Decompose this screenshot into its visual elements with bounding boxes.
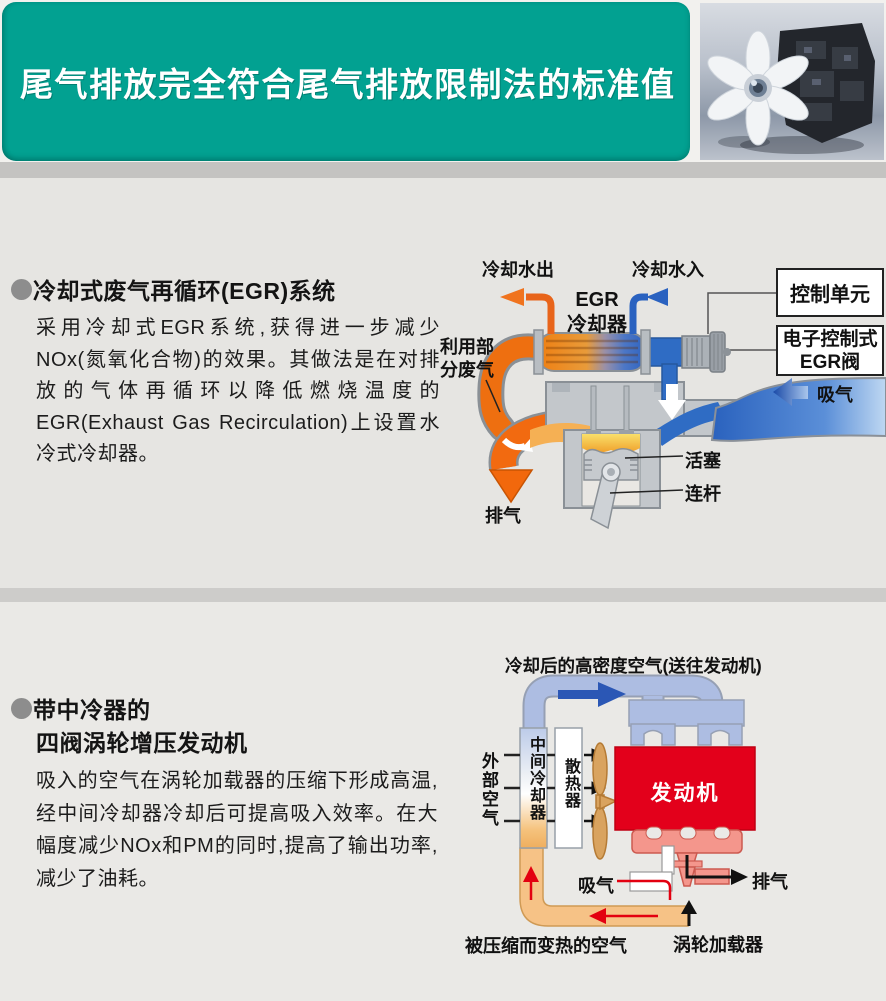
turbo-pointer-arrow xyxy=(681,900,697,914)
label-egr-cooler: EGR 冷却器 xyxy=(567,289,627,336)
fan-blades xyxy=(707,30,809,146)
radiator-column xyxy=(554,727,583,849)
egr-takeoff-pipe xyxy=(477,333,554,442)
engine-photo-graphic xyxy=(700,3,884,160)
white-down-arrow xyxy=(658,400,686,420)
cooled-air-pipe xyxy=(522,674,745,746)
label-cooled-air: 冷却后的高密度空气(送往发动机) xyxy=(505,656,762,676)
label-exhaust-2: 排气 xyxy=(752,872,788,892)
exhaust-manifold xyxy=(631,826,743,868)
cooling-fan xyxy=(592,742,618,860)
label-piston: 活塞 xyxy=(685,451,721,471)
turbo-heading-line1: 带中冷器的 xyxy=(33,697,151,723)
egr-heading-row: 冷却式废气再循环(EGR)系统 xyxy=(11,272,336,306)
engine-photo xyxy=(700,3,884,160)
egr-body-text: 采用冷却式EGR系统,获得进一步减少NOx(氮氧化合物)的效果。其做法是在对排放… xyxy=(36,317,440,465)
control-unit-box: 控制单元 xyxy=(776,268,884,317)
label-intercooler: 中间冷却器 xyxy=(527,736,544,821)
exhaust-down-arrow xyxy=(488,469,534,504)
egr-diagram-graphic xyxy=(477,288,886,530)
turbo-body-text: 吸入的空气在涡轮加载器的压缩下形成高温,经中间冷却器冷却后可提高吸入效率。在大幅… xyxy=(36,770,438,890)
page-title: 尾气排放完全符合尾气排放限制法的标准值 xyxy=(20,65,676,103)
egr-valve xyxy=(681,331,731,373)
egr-valve-box: 电子控制式 EGR阀 xyxy=(776,325,884,376)
label-coolant-in: 冷却水入 xyxy=(632,260,704,280)
coolant-out-arrow xyxy=(500,288,524,306)
label-engine: 发动机 xyxy=(650,782,720,805)
divider-band-middle xyxy=(0,588,886,602)
egr-diagram: 冷却水出 冷却水入 EGR 冷却器 利用部 分废气 控制单元 电子控制式 EGR… xyxy=(440,250,886,590)
turbo-diagram-graphic xyxy=(504,674,756,927)
bullet-icon xyxy=(11,278,32,300)
label-coolant-out: 冷却水出 xyxy=(482,260,554,280)
turbo-heading-line2: 四阀涡轮增压发动机 xyxy=(36,730,248,756)
intake-flow xyxy=(652,402,726,446)
engine-block xyxy=(614,746,756,831)
cooled-air-arrow xyxy=(598,682,626,707)
label-partial-exhaust: 利用部 分废气 xyxy=(440,337,494,380)
turbo-diagram: 冷却后的高密度空气(送往发动机) 外部空气 中间冷却器 散热器 发动机 吸气 排… xyxy=(450,648,886,960)
section-egr-background xyxy=(0,178,886,588)
exhaust-arrow-2 xyxy=(731,869,748,885)
intake-arrow xyxy=(773,378,808,406)
egr-heading: 冷却式废气再循环(EGR)系统 xyxy=(33,278,336,304)
label-radiator: 散热器 xyxy=(562,758,579,809)
label-outside-air: 外部空气 xyxy=(479,752,498,828)
intake-flow-line xyxy=(523,866,672,924)
egr-cooler xyxy=(533,329,651,375)
label-rod: 连杆 xyxy=(685,484,721,504)
coolant-in-arrow xyxy=(646,288,668,306)
intake-duct xyxy=(710,376,886,442)
label-exhaust-1: 排气 xyxy=(485,506,521,526)
bullet-icon xyxy=(11,697,32,719)
turbo-heading-row: 带中冷器的 xyxy=(11,691,151,725)
label-intake-1: 吸气 xyxy=(817,385,853,405)
header-banner: 尾气排放完全符合尾气排放限制法的标准值 xyxy=(2,2,690,161)
label-hot-air: 被压缩而变热的空气 xyxy=(465,936,627,956)
divider-band-top xyxy=(0,162,886,178)
label-turbocharger: 涡轮加载器 xyxy=(673,935,763,955)
label-intake-2: 吸气 xyxy=(578,876,614,896)
cylinder-block xyxy=(563,429,661,530)
